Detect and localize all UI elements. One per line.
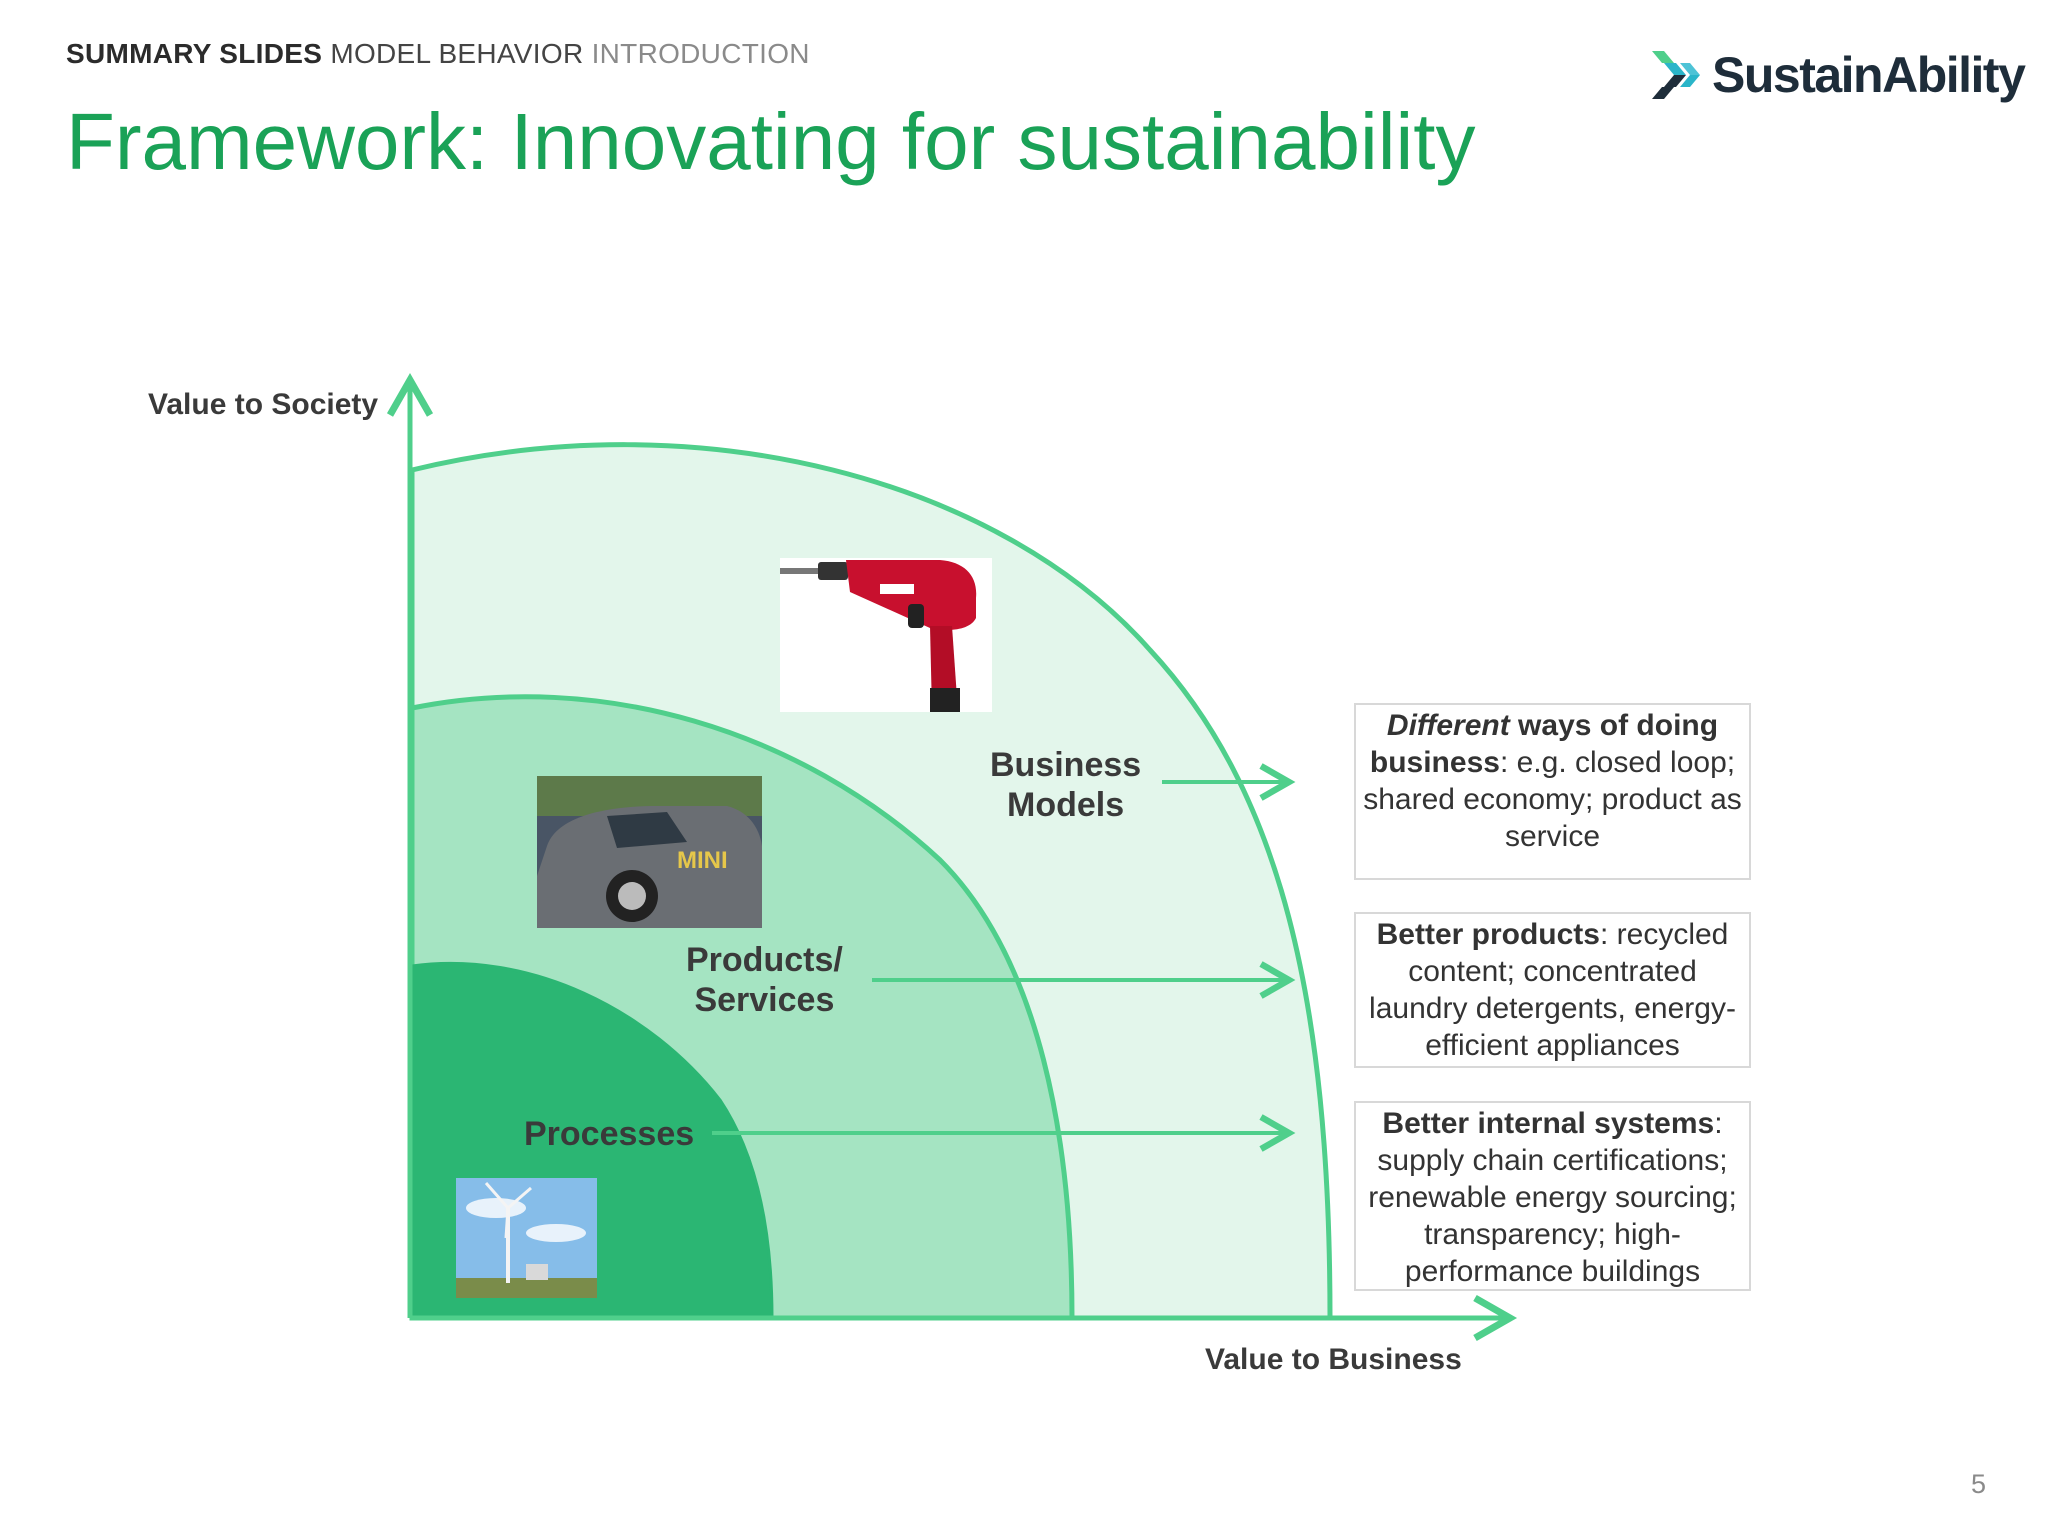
business-models-label-line2: Models (1007, 786, 1125, 824)
products-services-label: Products/ Services (686, 940, 843, 1020)
business-models-description: Different ways of doing business: e.g. c… (1354, 703, 1751, 880)
svg-text:MINI: MINI (677, 847, 728, 874)
business-models-label-line1: Business (990, 746, 1142, 784)
x-axis-label: Value to Business (1205, 1343, 1462, 1376)
box3-text: : supply chain certifications; renewable… (1368, 1107, 1737, 1288)
products-description: Better products: recycled content; conce… (1354, 912, 1751, 1068)
breadcrumb-section: SUMMARY SLIDES (66, 38, 323, 69)
chevron-arrows-logo-icon (1652, 51, 1700, 99)
y-axis-label: Value to Society (148, 388, 379, 421)
products-services-label-line2: Services (694, 981, 835, 1019)
wind-turbine-photo (456, 1178, 597, 1298)
breadcrumb: SUMMARY SLIDES MODEL BEHAVIOR INTRODUCTI… (66, 38, 810, 70)
page-number: 5 (1970, 1469, 1986, 1499)
page-title: Framework: Innovating for sustainability (66, 97, 1476, 186)
box3-bold: Better internal systems (1382, 1107, 1715, 1140)
logo-text: SustainAbility (1712, 47, 2026, 103)
processes-description: Better internal systems: supply chain ce… (1354, 1101, 1751, 1291)
power-drill-photo (780, 558, 992, 712)
products-services-label-line1: Products/ (686, 941, 843, 979)
box2-bold: Better products (1376, 918, 1600, 951)
box1-text: : e.g. closed loop; shared economy; prod… (1363, 746, 1742, 853)
box1-bold: ways of doing business (1369, 709, 1719, 779)
box1-emphasis: Different (1386, 709, 1510, 742)
business-models-label: Business Models (990, 745, 1141, 825)
processes-label: Processes (524, 1115, 695, 1153)
breadcrumb-topic: INTRODUCTION (591, 38, 810, 69)
breadcrumb-subsection: MODEL BEHAVIOR (330, 38, 584, 69)
electric-mini-car-photo: MINI (537, 776, 762, 928)
box2-text: : recycled content; concentrated laundry… (1369, 918, 1736, 1062)
sustainability-logo: SustainAbility (1650, 40, 2026, 110)
